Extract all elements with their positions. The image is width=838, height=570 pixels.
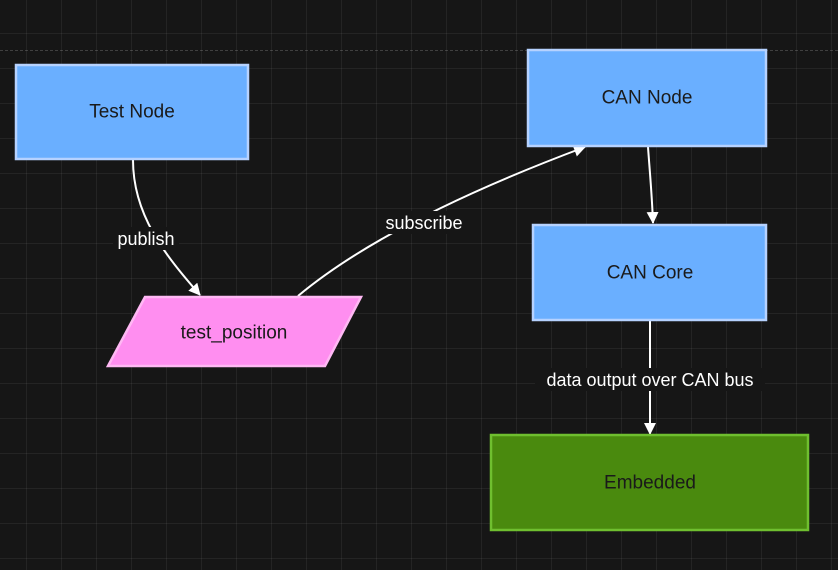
node-embedded[interactable]: Embedded	[489, 433, 810, 532]
edge-label-text: publish	[117, 229, 174, 249]
node-test-position[interactable]: test_position	[105, 295, 364, 368]
node-can-node[interactable]: CAN Node	[526, 48, 768, 148]
edge-label-text: data output over CAN bus	[546, 370, 753, 390]
canvas-divider	[0, 50, 838, 51]
edge-label-data-output: data output over CAN bus	[535, 368, 765, 391]
node-can-core[interactable]: CAN Core	[531, 223, 768, 322]
edge-can-node-to-core[interactable]	[646, 146, 659, 224]
node-label: CAN Node	[602, 88, 693, 109]
node-test-node[interactable]: Test Node	[14, 63, 250, 161]
edge-label-subscribe: subscribe	[379, 211, 469, 234]
edge-label-text: subscribe	[385, 213, 462, 233]
node-label: Test Node	[89, 102, 175, 123]
node-label: test_position	[181, 323, 288, 344]
node-label: CAN Core	[607, 263, 694, 284]
edge-label-publish: publish	[113, 227, 179, 250]
node-label: Embedded	[604, 473, 696, 494]
